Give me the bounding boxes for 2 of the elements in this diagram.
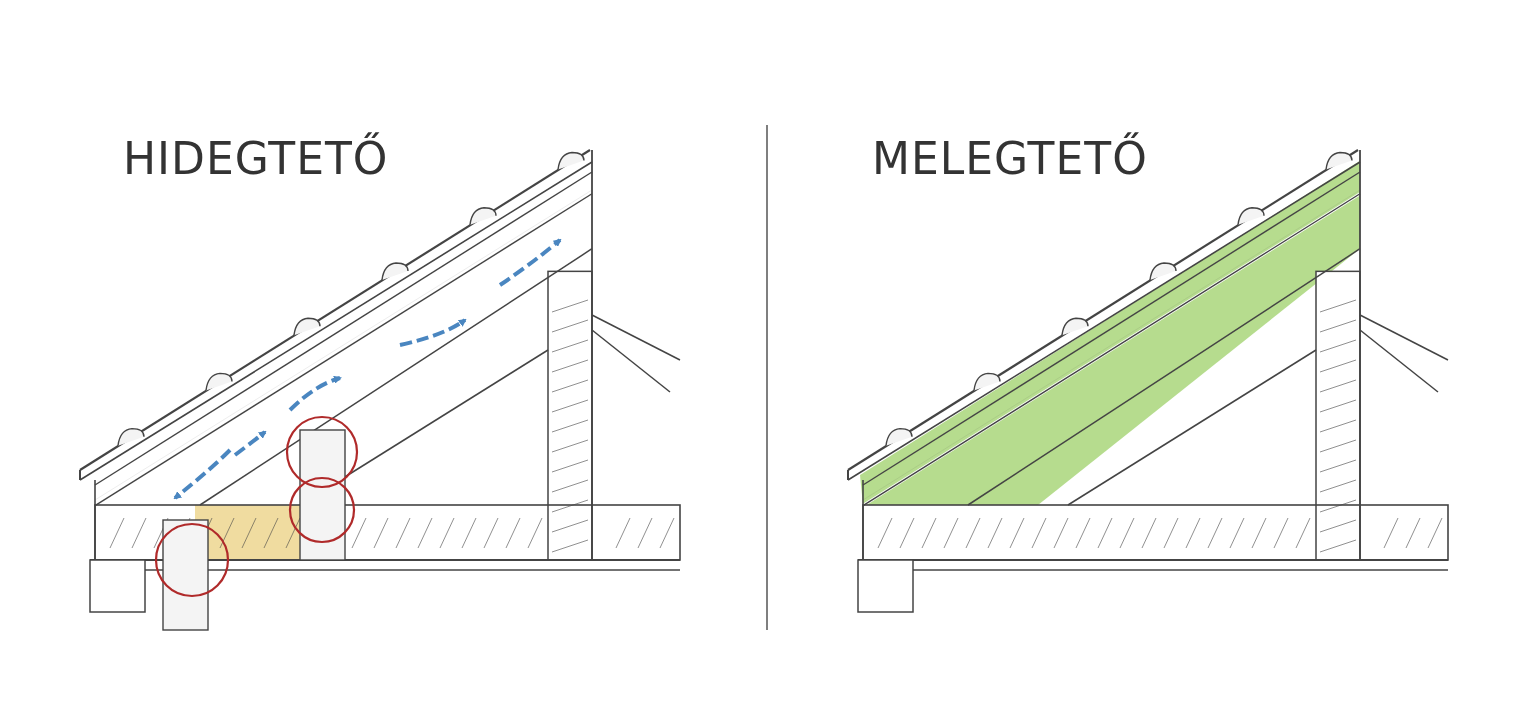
section-title: MELEGTETŐ	[872, 133, 1148, 184]
section-title: HIDEGTETŐ	[123, 133, 389, 184]
